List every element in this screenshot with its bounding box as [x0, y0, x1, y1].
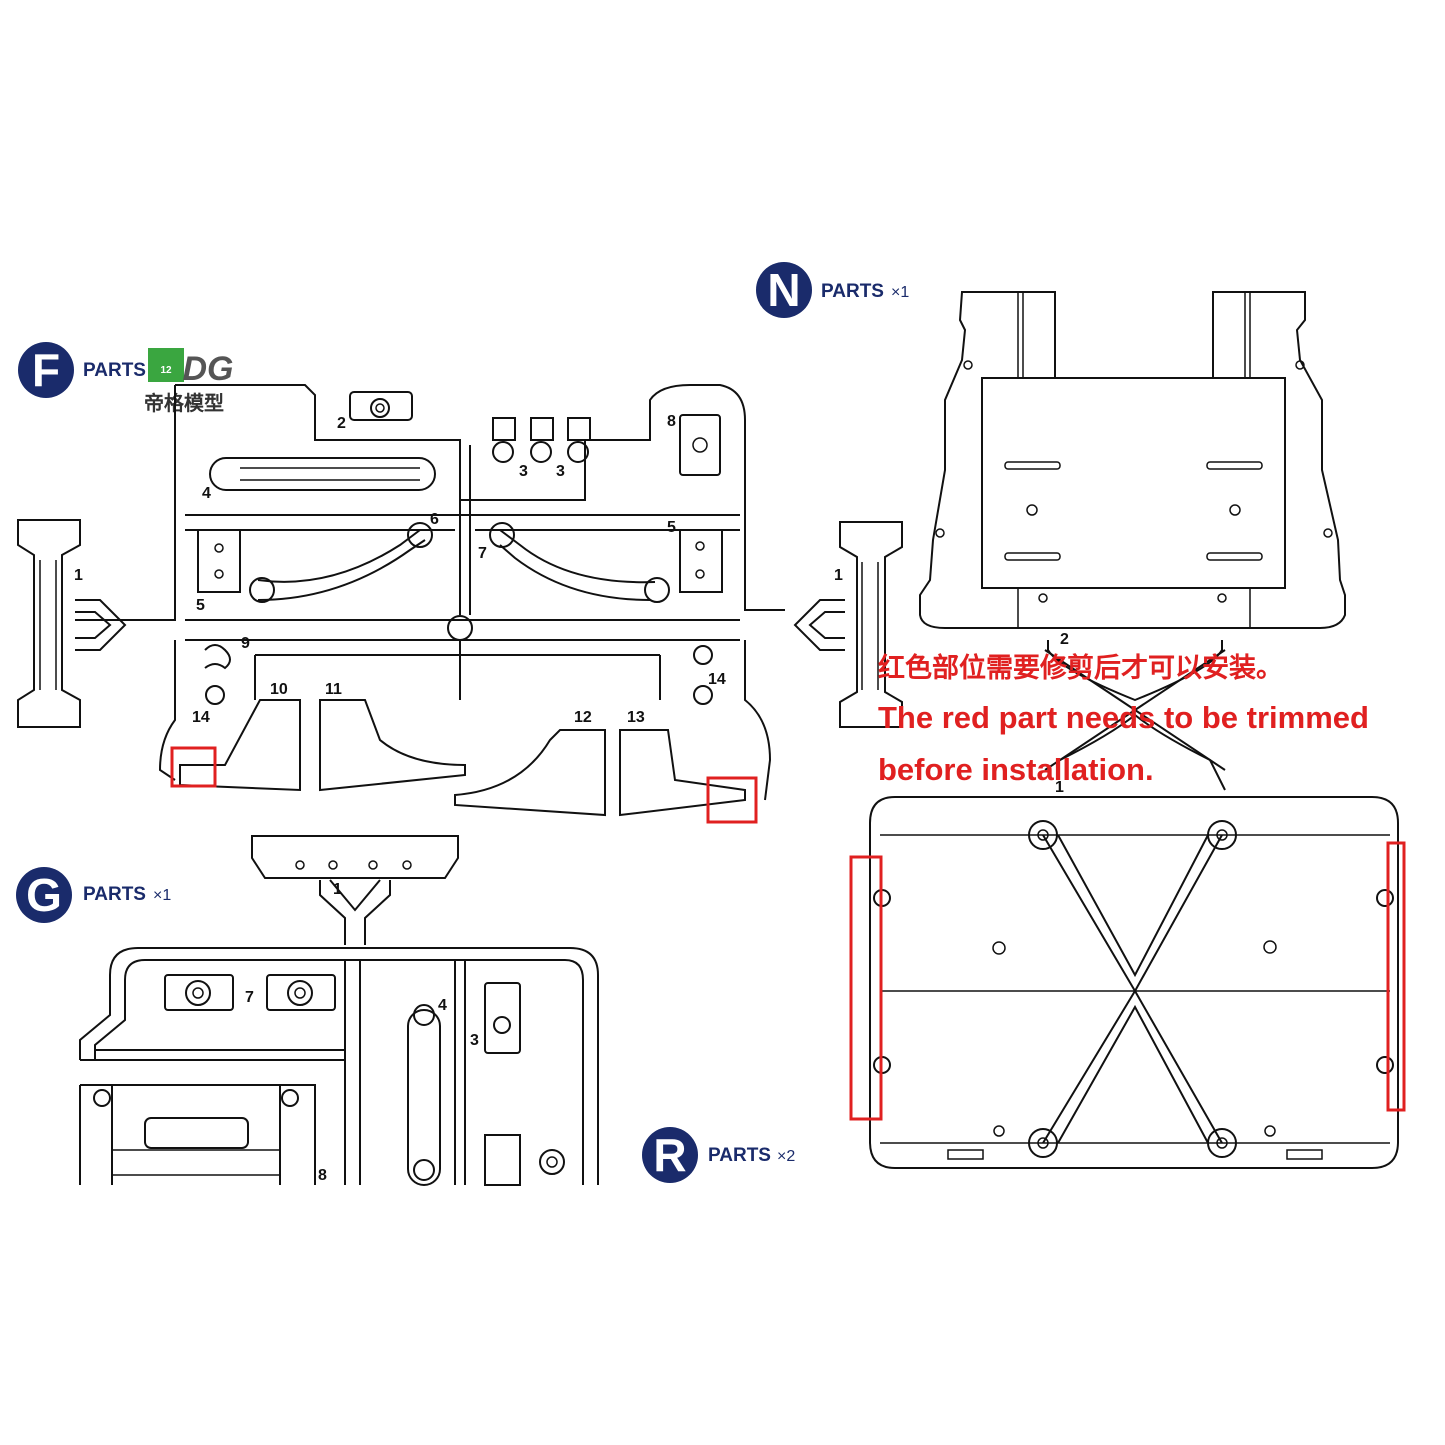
part-number: 1: [1055, 779, 1064, 796]
part-number: 10: [270, 681, 288, 698]
part-number: 9: [241, 635, 250, 652]
sprue-f: [17, 384, 903, 824]
part-number: 8: [318, 1167, 327, 1184]
badge-n-letter: N: [767, 264, 800, 316]
part-number: 5: [196, 597, 205, 614]
part-number: 2: [337, 415, 346, 432]
logo-green-block-icon: [148, 348, 184, 382]
part-number: 13: [627, 709, 645, 726]
section-n-header: N PARTS ×1: [756, 262, 909, 318]
badge-r-icon: [642, 1127, 698, 1183]
badge-g-letter: G: [26, 869, 62, 921]
trim-highlight-box: [1386, 841, 1406, 1112]
section-g-label: PARTS: [83, 884, 146, 905]
part-number: 3: [470, 1032, 479, 1049]
part-number: 1: [834, 567, 843, 584]
badge-f-icon: [18, 342, 74, 398]
part-number: 1: [333, 881, 342, 898]
part-number: 7: [478, 545, 487, 562]
part-number: 8: [667, 413, 676, 430]
trim-highlight-box: [706, 776, 758, 824]
part-number: 14: [708, 671, 726, 688]
part-number: 4: [202, 485, 211, 502]
trim-note: 红色部位需要修剪后才可以安装。 The red part needs to be…: [878, 652, 1369, 787]
section-r-label: PARTS: [708, 1145, 771, 1166]
logo-text: DG: [183, 350, 234, 388]
section-r-multiplier: ×2: [777, 1148, 795, 1165]
page-margin: [0, 1186, 1445, 1445]
badge-r-letter: R: [653, 1129, 686, 1181]
section-f-header: F PARTS: [18, 342, 146, 398]
part-number: 1: [74, 567, 83, 584]
badge-g-icon: [16, 867, 72, 923]
sprue-n: [919, 291, 1346, 791]
part-number: 14: [192, 709, 210, 726]
part-number: 11: [325, 681, 342, 698]
brand-watermark: 12 DG 帝格模型: [144, 348, 234, 415]
trim-highlight-box: [170, 746, 217, 788]
part-number: 2: [1060, 631, 1069, 648]
badge-f-letter: F: [32, 344, 60, 396]
sprue-g: [79, 835, 599, 1186]
trim-highlight-box: [849, 855, 883, 1121]
logo-small-text: 12: [160, 365, 172, 376]
note-line-cn: 红色部位需要修剪后才可以安装。: [878, 652, 1283, 684]
section-n-label: PARTS: [821, 281, 884, 302]
part-number: 4: [438, 997, 447, 1014]
part-number: 12: [574, 709, 592, 726]
part-number: 7: [245, 989, 254, 1006]
part-numbers-g: 1 7 4 3 8: [245, 881, 479, 1184]
section-g-multiplier: ×1: [153, 887, 171, 904]
section-f-label: PARTS: [83, 360, 146, 381]
section-n-multiplier: ×1: [891, 284, 909, 301]
part-numbers-n: 2 1: [1055, 631, 1069, 796]
brand-text: 帝格模型: [144, 391, 224, 415]
part-numbers-f: 2 3 3 8 4 6 7 5 1 5 1 9 10 11 12 13 14 1…: [74, 413, 843, 726]
part-number: 3: [519, 463, 528, 480]
section-r-header: R PARTS ×2: [642, 1127, 795, 1183]
tray-part: [849, 796, 1406, 1169]
part-number: 3: [556, 463, 565, 480]
note-line-en-1: The red part needs to be trimmed: [878, 700, 1369, 735]
section-g-header: G PARTS ×1: [16, 867, 171, 923]
part-number: 6: [430, 511, 439, 528]
part-number: 5: [667, 519, 676, 536]
badge-n-icon: [756, 262, 812, 318]
note-line-en-2: before installation.: [878, 752, 1154, 787]
